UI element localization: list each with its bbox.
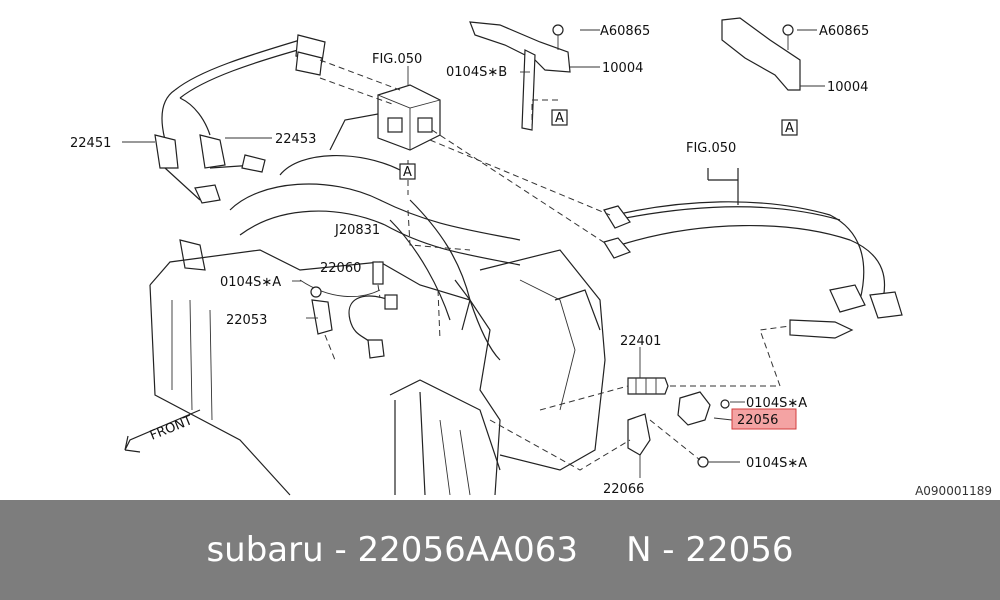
- label-22060: 22060: [320, 261, 361, 276]
- brand-part-number: subaru - 22056AA063: [206, 530, 579, 570]
- label-a60865-2: A60865: [819, 24, 869, 39]
- label-22453: 22453: [275, 132, 316, 147]
- label-a60865-1: A60865: [600, 24, 650, 39]
- cam-sensor-drawing: [677, 391, 730, 426]
- label-j20831: J20831: [334, 223, 380, 238]
- short-part-number: N - 22056: [626, 530, 794, 570]
- spark-plug-cord-left-drawing: [154, 34, 326, 204]
- label-fig050-top: FIG.050: [372, 52, 422, 67]
- footer-bar: subaru - 22056AA063 N - 22056: [0, 500, 1000, 600]
- ignition-coil-drawing: [377, 66, 441, 151]
- ref-a-label-1: A: [403, 165, 412, 180]
- highlight-box-22056: [731, 408, 797, 430]
- label-22451: 22451: [70, 136, 111, 151]
- spark-plug-drawing: [627, 377, 669, 395]
- crank-sensor-drawing: [310, 286, 333, 335]
- front-label: FRONT: [148, 413, 195, 444]
- label-22053: 22053: [226, 313, 267, 328]
- knock-sensor-drawing: [348, 261, 398, 359]
- label-22401: 22401: [620, 334, 661, 349]
- label-0104s-a-left: 0104S∗A: [220, 275, 281, 290]
- label-fig050-right: FIG.050: [686, 141, 736, 156]
- ref-a-label-2: A: [555, 111, 564, 126]
- engine-block-drawing: FRONT: [124, 109, 606, 496]
- label-0104s-b: 0104S∗B: [446, 65, 507, 80]
- parts-diagram: FRONT: [70, 17, 903, 497]
- bracket-drawing-right: [721, 17, 801, 91]
- ref-a-label-3: A: [785, 121, 794, 136]
- spark-plug-cord-right-drawing: [603, 168, 903, 339]
- diagram-code: A090001189: [915, 484, 992, 498]
- label-0104s-a-r2: 0104S∗A: [746, 456, 807, 471]
- callout-leaders: [122, 29, 825, 478]
- part-labels: FIG.050 A60865 A60865 10004 10004 0104S∗…: [70, 24, 869, 497]
- label-22066: 22066: [603, 482, 644, 497]
- label-22056: 22056: [737, 413, 778, 428]
- label-0104s-a-r1: 0104S∗A: [746, 396, 807, 411]
- leader-lines: [319, 59, 791, 471]
- reference-a-boxes: A A A: [399, 109, 798, 180]
- label-10004-1: 10004: [602, 61, 643, 76]
- label-10004-2: 10004: [827, 80, 868, 95]
